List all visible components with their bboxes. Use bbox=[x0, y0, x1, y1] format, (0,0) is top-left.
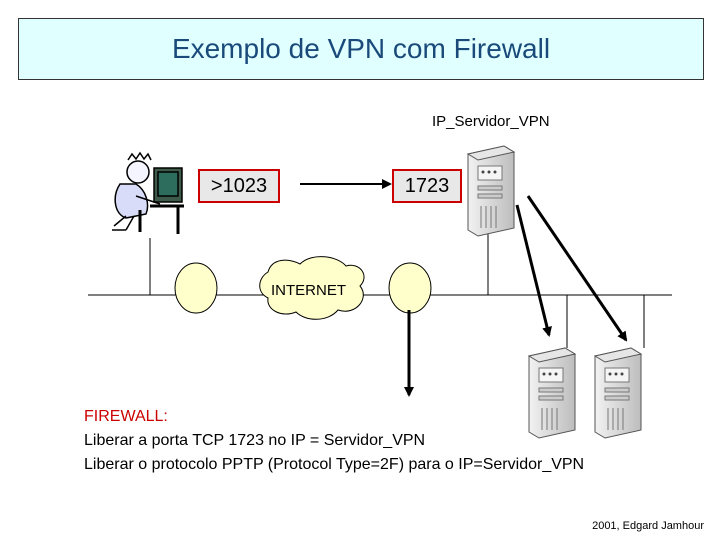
server-tower-icon bbox=[593, 347, 643, 439]
server-tower-icon bbox=[466, 145, 516, 237]
internet-label: INTERNET bbox=[271, 282, 346, 299]
notes-header: FIREWALL: bbox=[84, 408, 168, 425]
forward-arrow-1 bbox=[515, 204, 552, 337]
notes-line-1: Liberar a porta TCP 1723 no IP = Servido… bbox=[84, 432, 426, 449]
server-port-label: 1723 bbox=[392, 169, 462, 203]
user-workstation-icon bbox=[112, 151, 184, 234]
footer-credit: 2001, Edgard Jamhour bbox=[592, 520, 704, 532]
title-box: Exemplo de VPN com Firewall bbox=[18, 18, 704, 80]
page-title: Exemplo de VPN com Firewall bbox=[171, 33, 551, 64]
notes-line-2: Liberar o protocolo PPTP (Protocol Type=… bbox=[84, 456, 585, 473]
server-label: IP_Servidor_VPN bbox=[432, 113, 550, 130]
firewall-notes: FIREWALL: Liberar a porta TCP 1723 no IP… bbox=[84, 405, 584, 477]
forward-arrow-2 bbox=[526, 195, 628, 342]
router-icon bbox=[174, 262, 218, 314]
client-port-label: >1023 bbox=[198, 169, 280, 203]
router-icon bbox=[388, 262, 432, 314]
server-tower-icon bbox=[527, 347, 577, 439]
cloud-icon bbox=[259, 256, 365, 320]
